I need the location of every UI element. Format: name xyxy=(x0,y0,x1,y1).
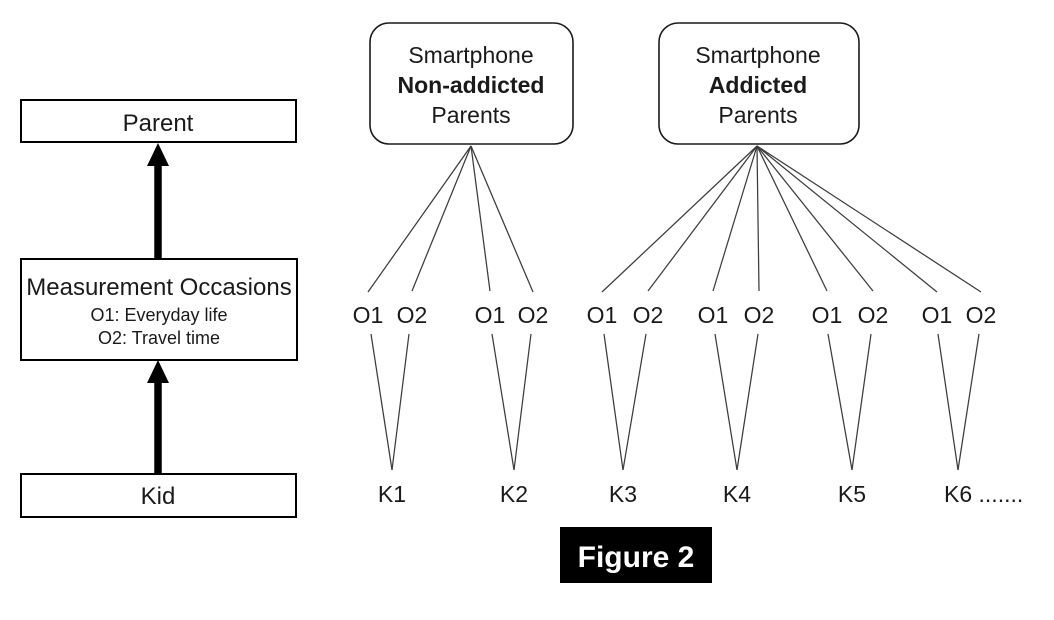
occasion-1-definition: O1: Everyday life xyxy=(90,305,227,325)
occasion-label: O1 xyxy=(587,302,618,328)
kid-link-line xyxy=(937,333,959,471)
kid-node-label: K5 xyxy=(838,481,866,507)
addicted-fan-lines xyxy=(601,145,982,293)
addicted-box-line2: Addicted xyxy=(709,72,807,98)
nonaddicted-box-line1: Smartphone xyxy=(408,42,533,68)
left-flow-column: Parent Measurement Occasions O1: Everyda… xyxy=(20,99,298,518)
measurement-occasions-title: Measurement Occasions xyxy=(26,274,291,301)
occasion-label: O1 xyxy=(698,302,729,328)
fan-line xyxy=(601,145,758,293)
fan-line xyxy=(470,145,491,292)
parent-box xyxy=(20,99,297,143)
kid-link-line xyxy=(827,333,853,471)
occasion-label: O2 xyxy=(858,302,889,328)
occasion-label: O2 xyxy=(633,302,664,328)
kid-node-label: K3 xyxy=(609,481,637,507)
fan-line xyxy=(756,145,874,292)
kid-link-line xyxy=(513,333,532,471)
occasion-label: O2 xyxy=(518,302,549,328)
fan-line xyxy=(756,145,938,293)
figure-caption-box xyxy=(560,527,712,583)
occasion-label: O2 xyxy=(744,302,775,328)
nonaddicted-kid-labels: K1 K2 xyxy=(378,481,528,507)
fan-line xyxy=(756,145,828,292)
kid-link-line xyxy=(851,333,872,471)
arrow-up-kid-to-measurement-icon xyxy=(147,360,169,473)
occasion-label: O2 xyxy=(397,302,428,328)
group-nonaddicted: Smartphone Non-addicted Parents O1 O2 O1… xyxy=(353,22,574,507)
nonaddicted-parents-box xyxy=(369,22,574,145)
addicted-kid-labels: K3 K4 K5 K6 ....... xyxy=(609,481,1023,507)
nonaddicted-occasion-labels: O1 O2 O1 O2 xyxy=(353,302,549,328)
kid-box xyxy=(20,473,297,518)
nonaddicted-kid-link-lines xyxy=(370,333,532,471)
arrow-head xyxy=(147,143,169,166)
addicted-box-line1: Smartphone xyxy=(695,42,820,68)
kid-link-line xyxy=(491,333,515,471)
kid-node-label: K1 xyxy=(378,481,406,507)
kid-link-line xyxy=(736,333,759,471)
addicted-parents-box xyxy=(658,22,860,145)
kid-link-line xyxy=(957,333,980,471)
nonaddicted-box-line2: Non-addicted xyxy=(398,72,545,98)
occasion-label: O1 xyxy=(922,302,953,328)
figure-caption: Figure 2 xyxy=(578,541,695,574)
fan-line xyxy=(411,145,472,292)
occasion-label: O1 xyxy=(353,302,384,328)
fan-line xyxy=(470,145,534,293)
fan-line xyxy=(647,145,758,292)
arrow-up-measurement-to-parent-icon xyxy=(147,143,169,258)
kid-link-line xyxy=(622,333,647,471)
figure-caption-group: Figure 2 xyxy=(560,527,712,583)
addicted-box-line3: Parents xyxy=(718,102,797,128)
kid-node-label: K2 xyxy=(500,481,528,507)
fan-line xyxy=(756,145,982,293)
occasion-2-definition: O2: Travel time xyxy=(98,328,220,348)
fan-line xyxy=(367,145,472,293)
fan-line xyxy=(712,145,758,292)
kid-label: Kid xyxy=(141,483,176,510)
nonaddicted-box-line3: Parents xyxy=(431,102,510,128)
kid-node-label: K6 ....... xyxy=(944,481,1023,507)
kid-link-line xyxy=(603,333,624,471)
kid-link-line xyxy=(391,333,410,471)
addicted-occasion-labels: O1 O2 O1 O2 O1 O2 O1 O2 xyxy=(587,302,997,328)
occasion-label: O2 xyxy=(966,302,997,328)
addicted-kid-link-lines xyxy=(603,333,980,471)
kid-link-line xyxy=(370,333,393,471)
occasion-label: O1 xyxy=(475,302,506,328)
nonaddicted-fan-lines xyxy=(367,145,534,293)
fan-line xyxy=(756,145,760,292)
kid-node-label: K4 xyxy=(723,481,751,507)
parent-label: Parent xyxy=(123,110,194,137)
kid-link-line xyxy=(714,333,738,471)
group-addicted: Smartphone Addicted Parents O1 O2 O1 O2 … xyxy=(587,22,1023,507)
measurement-occasions-box xyxy=(20,258,298,361)
arrow-head xyxy=(147,360,169,383)
occasion-label: O1 xyxy=(812,302,843,328)
